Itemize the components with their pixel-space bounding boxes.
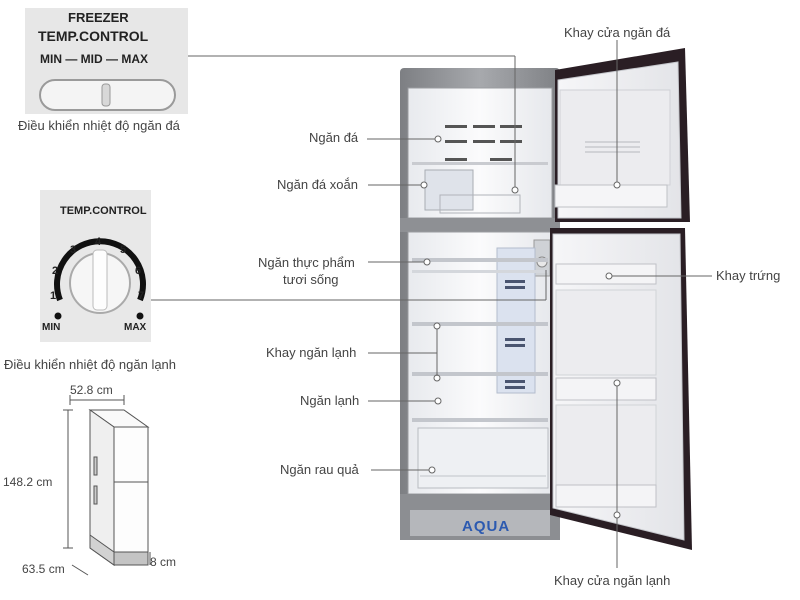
- label-freezer-door-tray: Khay cửa ngăn đá: [564, 25, 671, 40]
- dial-max-label: MAX: [124, 322, 147, 333]
- dial-number-3: 3: [70, 244, 77, 256]
- dimension-height: 148.2 cm: [3, 475, 53, 489]
- dial-number-4: 4: [95, 236, 102, 248]
- label-egg-tray: Khay trứng: [716, 268, 781, 283]
- label-twist-ice-tray: Ngăn đá xoắn: [277, 177, 358, 192]
- fridge-body: [400, 68, 560, 540]
- egg-tray-shape: [555, 263, 657, 285]
- twist-ice-tray: [424, 169, 474, 211]
- dial-number-7: 7: [138, 290, 145, 302]
- freezer-door: [554, 48, 690, 222]
- dimension-depth: 63.5 cm: [22, 562, 65, 576]
- dimension-width: 52.8 cm: [70, 383, 113, 397]
- freezer-control-caption: Điều khiển nhiệt độ ngăn đá: [18, 118, 180, 133]
- vegetable-drawer: [417, 427, 549, 489]
- label-ice-compartment: Ngăn đá: [309, 130, 359, 145]
- dial-number-2: 2: [52, 265, 59, 277]
- label-fresh-food-2: tươi sống: [283, 272, 339, 287]
- label-fridge-compartment: Ngăn lạnh: [300, 393, 360, 408]
- fridge-door: [550, 228, 692, 550]
- brand-logo: AQUA: [462, 518, 511, 535]
- freezer-control-title-1: FREEZER: [68, 10, 129, 25]
- dimension-base: 8 cm: [150, 555, 177, 569]
- dimension-sketch: [63, 395, 151, 576]
- freezer-control-panel: [25, 8, 188, 114]
- fridge-control-title: TEMP.CONTROL: [60, 205, 147, 217]
- label-fridge-shelf: Khay ngăn lạnh: [266, 345, 357, 360]
- dial-number-1: 1: [50, 290, 57, 302]
- label-fridge-door-tray: Khay cửa ngăn lạnh: [554, 573, 671, 588]
- dial-min-label: MIN: [42, 322, 61, 333]
- leader-lines: [151, 40, 712, 568]
- dial-number-6: 6: [135, 265, 142, 277]
- dial-number-5: 5: [120, 244, 127, 256]
- freezer-control-scale: MIN — MID — MAX: [40, 52, 148, 66]
- label-vegetable-drawer: Ngăn rau quả: [280, 462, 359, 477]
- freezer-door-tray: [554, 184, 668, 208]
- label-fresh-food-1: Ngăn thực phẩm: [258, 255, 355, 270]
- fridge-control-caption: Điều khiển nhiệt độ ngăn lạnh: [4, 357, 177, 372]
- freezer-control-title-2: TEMP.CONTROL: [38, 28, 149, 44]
- fridge-control-panel: [40, 190, 151, 342]
